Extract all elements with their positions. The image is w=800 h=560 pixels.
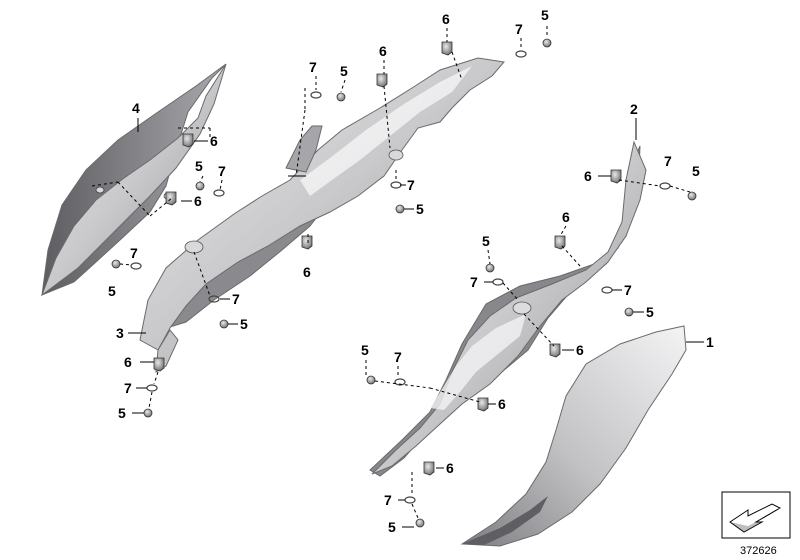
washer-icon <box>515 50 527 58</box>
callout-3: 3 <box>116 325 124 341</box>
screw-icon <box>485 263 495 273</box>
clip-icon <box>376 73 388 88</box>
callout-6: 6 <box>379 43 387 59</box>
screw-icon <box>395 204 405 214</box>
callout-6: 6 <box>584 168 592 184</box>
callout-5: 5 <box>361 342 369 358</box>
screw-icon <box>415 518 425 528</box>
washer-icon <box>390 181 402 189</box>
callout-7: 7 <box>124 380 132 396</box>
callout-5: 5 <box>646 304 654 320</box>
callout-7: 7 <box>515 21 523 37</box>
callout-2: 2 <box>630 101 638 117</box>
callout-6: 6 <box>194 193 202 209</box>
clip-icon <box>301 235 313 250</box>
callout-labels: 1 2 3 4 6 7 5 6 7 5 6 5 7 6 7 5 6 7 5 7 … <box>108 7 714 535</box>
callout-5: 5 <box>195 158 203 174</box>
washer-icon <box>492 278 504 286</box>
screw-icon <box>542 38 552 48</box>
callout-5: 5 <box>482 233 490 249</box>
orientation-box <box>721 491 791 539</box>
callout-7: 7 <box>664 153 672 169</box>
screw-icon <box>366 375 376 385</box>
callout-7: 7 <box>394 349 402 365</box>
callout-5: 5 <box>388 519 396 535</box>
inner-panel-part-2 <box>369 140 647 477</box>
washer-icon <box>146 384 158 392</box>
callout-7: 7 <box>384 492 392 508</box>
washer-icon <box>213 189 225 197</box>
callout-1: 1 <box>706 334 714 350</box>
screw-icon <box>111 259 121 269</box>
callout-7: 7 <box>232 291 240 307</box>
clip-icon <box>441 41 453 56</box>
screw-icon <box>624 307 634 317</box>
washer-icon <box>394 378 406 386</box>
callout-5: 5 <box>240 316 248 332</box>
callout-5: 5 <box>541 7 549 23</box>
washer-icon <box>130 262 142 270</box>
orientation-arrow-icon <box>729 503 782 533</box>
callout-7: 7 <box>309 59 317 75</box>
callout-5: 5 <box>108 283 116 299</box>
callout-6: 6 <box>210 133 218 149</box>
callout-7: 7 <box>624 282 632 298</box>
callout-7: 7 <box>218 163 226 179</box>
clip-icon <box>182 133 194 148</box>
callout-7: 7 <box>130 245 138 261</box>
washer-icon <box>601 286 613 294</box>
washer-icon <box>208 295 220 303</box>
washer-icon <box>659 182 671 190</box>
center-tail-piece-part-3 <box>139 57 505 373</box>
clip-icon <box>549 343 561 358</box>
washer-icon <box>404 496 416 504</box>
callout-6: 6 <box>303 264 311 280</box>
callout-5: 5 <box>118 405 126 421</box>
clip-icon <box>153 357 165 372</box>
clip-icon <box>477 397 489 412</box>
reference-number: 372626 <box>740 545 777 557</box>
callout-6: 6 <box>446 460 454 476</box>
screw-icon <box>143 408 153 418</box>
callout-4: 4 <box>132 100 140 116</box>
screw-icon <box>687 191 697 201</box>
callout-6: 6 <box>576 342 584 358</box>
callout-7: 7 <box>470 274 478 290</box>
screw-icon <box>336 92 346 102</box>
callout-5: 5 <box>416 201 424 217</box>
callout-5: 5 <box>340 63 348 79</box>
washer-icon <box>310 91 322 99</box>
screw-icon <box>219 319 229 329</box>
callout-5: 5 <box>692 163 700 179</box>
hardware <box>111 38 697 528</box>
callout-6: 6 <box>562 209 570 225</box>
rear-cover-part-1 <box>460 325 687 547</box>
clip-icon <box>610 169 622 184</box>
callout-6: 6 <box>124 354 132 370</box>
callout-6: 6 <box>498 396 506 412</box>
screw-icon <box>195 181 205 191</box>
side-panel-part-4 <box>40 63 227 297</box>
clip-icon <box>423 461 435 476</box>
leader-lines <box>91 26 704 528</box>
callout-7: 7 <box>407 177 415 193</box>
clip-icon <box>165 191 177 206</box>
callout-6: 6 <box>442 11 450 27</box>
